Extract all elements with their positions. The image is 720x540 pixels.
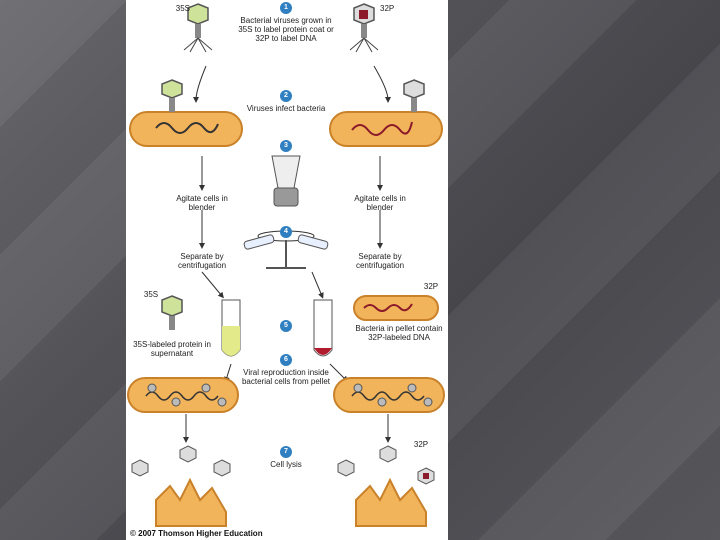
- tube-supernatant: [221, 299, 241, 357]
- step-badge-4: 4: [280, 226, 292, 238]
- phage-dna-labeled: [349, 3, 379, 53]
- label-agitate-left: Agitate cells in blender: [176, 194, 228, 212]
- bacterium-pellet-dna: [353, 295, 439, 321]
- label-step6: Viral reproduction inside bacterial cell…: [241, 368, 331, 386]
- bacterium-replicating-left: [127, 377, 239, 413]
- label-separate-left: Separate by centrifugation: [177, 252, 227, 270]
- hershey-chase-diagram: [127, 3, 445, 527]
- label-step1: Bacterial viruses grown in 35S to label …: [238, 16, 334, 43]
- label-35s-top: 35S: [175, 4, 190, 13]
- copyright-text: © 2007 Thomson Higher Education: [130, 529, 263, 538]
- tube-pellet: [313, 299, 333, 357]
- bacterium-replicating-right: [333, 377, 445, 413]
- label-32p-bottom: 32P: [413, 440, 429, 449]
- bacterium-infected-right: [329, 79, 443, 147]
- label-step7: Cell lysis: [270, 460, 302, 469]
- phage-ghost-protein: [161, 295, 183, 330]
- step-badge-2: 2: [280, 90, 292, 102]
- lysed-cell-right: [337, 445, 435, 527]
- blender-icon: [271, 155, 301, 207]
- label-separate-right: Separate by centrifugation: [355, 252, 405, 270]
- step-badge-6: 6: [280, 354, 292, 366]
- step-badge-5: 5: [280, 320, 292, 332]
- diagram-slide: 1 2 3 4 5 6 7 35S 32P Bacterial viruses …: [126, 0, 448, 540]
- label-32p-top: 32P: [380, 4, 395, 13]
- step-badge-1: 1: [280, 2, 292, 14]
- label-agitate-right: Agitate cells in blender: [354, 194, 406, 212]
- phage-protein-labeled: [183, 3, 213, 53]
- step-badge-7: 7: [280, 446, 292, 458]
- label-35s-mid: 35S: [143, 290, 159, 299]
- label-pellet: Bacteria in pellet contain 32P-labeled D…: [355, 324, 443, 342]
- bacterium-infected-left: [129, 79, 243, 147]
- label-step2: Viruses infect bacteria: [246, 104, 326, 113]
- step-badge-3: 3: [280, 140, 292, 152]
- label-32p-mid: 32P: [423, 282, 439, 291]
- lysed-cell-left: [131, 445, 231, 527]
- label-supernatant: 35S-labeled protein in supernatant: [133, 340, 211, 358]
- centrifuge-icon: [243, 230, 329, 269]
